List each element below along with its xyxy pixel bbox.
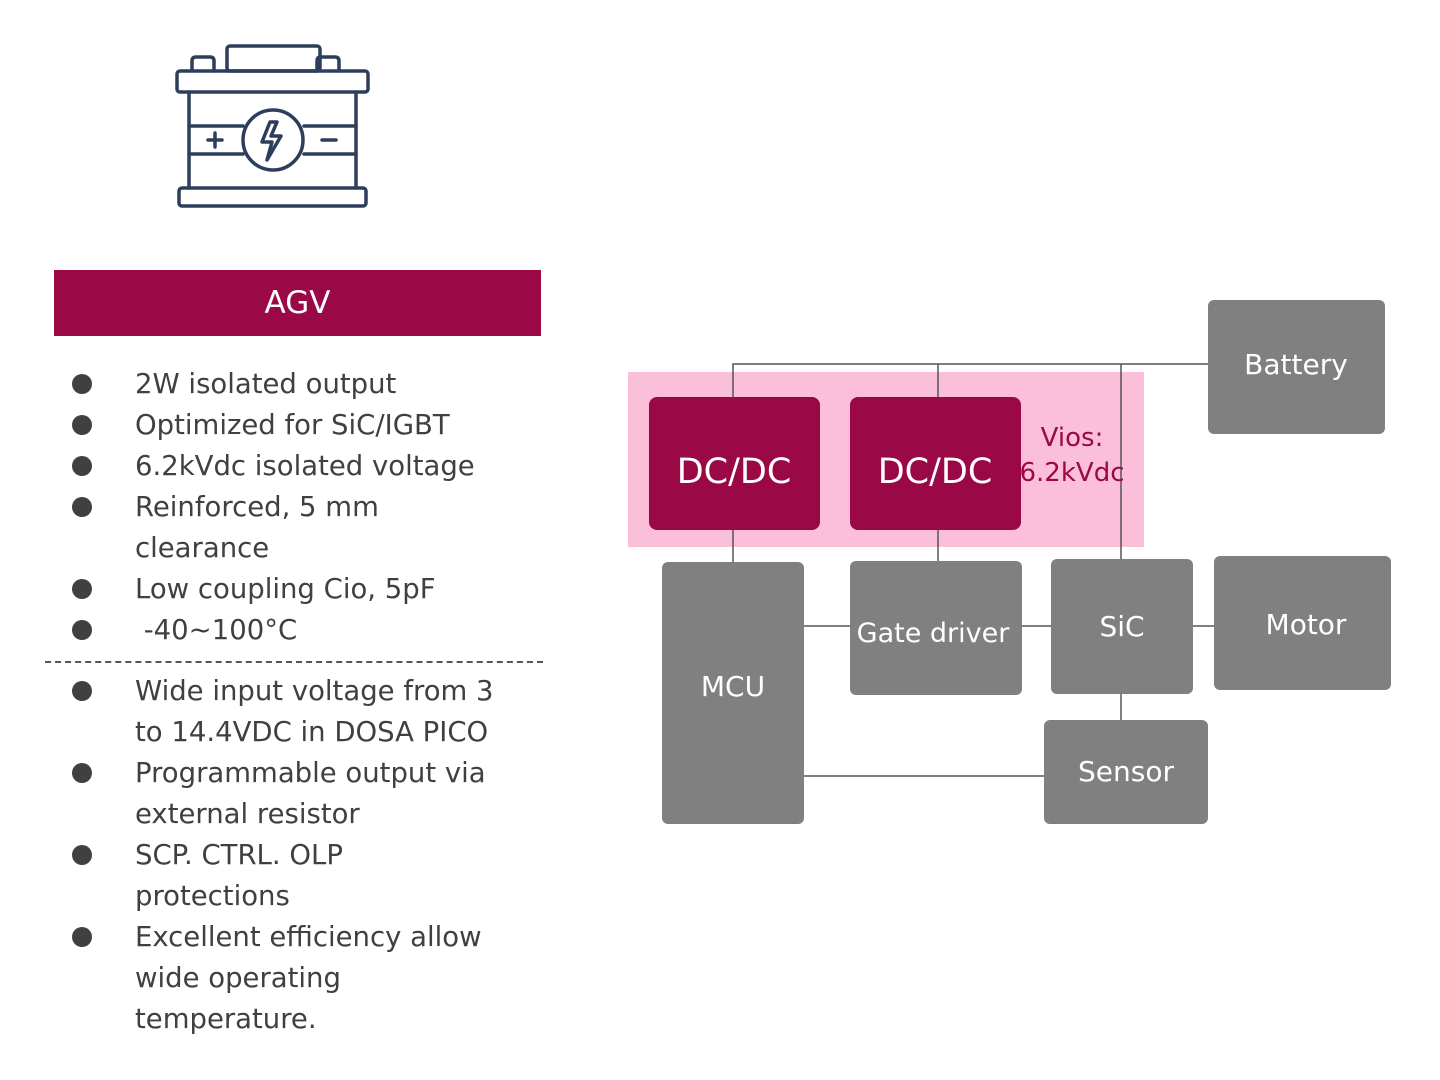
battery-icon: [175, 44, 370, 208]
feature-item: SCP. CTRL. OLP protections: [60, 835, 550, 917]
vios-label: Vios:: [1041, 423, 1104, 453]
sic-label: SiC: [1099, 610, 1144, 643]
gate-driver-label: Gate driver: [857, 618, 1011, 649]
sic-block: [1051, 559, 1193, 694]
agv-title: AGV: [264, 285, 331, 321]
motor-block: [1214, 556, 1391, 690]
dcdc-label-1: DC/DC: [677, 452, 792, 492]
dcdc-block-1: [649, 397, 820, 530]
feature-item: Optimized for SiC/IGBT: [60, 405, 550, 446]
agv-banner: AGV: [54, 270, 541, 336]
feature-item: 2W isolated output: [60, 364, 550, 405]
connection-lines: [732, 363, 1215, 777]
feature-list-bottom: Wide input voltage from 3 to 14.4VDC in …: [60, 671, 550, 1040]
sensor-block: [1044, 720, 1208, 824]
feature-item: Reinforced, 5 mm clearance: [60, 487, 550, 569]
mcu-label: MCU: [701, 670, 765, 703]
dcdc-label-2: DC/DC: [878, 452, 993, 492]
feature-list-top: 2W isolated output Optimized for SiC/IGB…: [60, 364, 550, 651]
feature-item: Low coupling Cio, 5pF: [60, 569, 550, 610]
sensor-label: Sensor: [1078, 755, 1174, 788]
section-divider: [45, 661, 543, 663]
battery-block: [1208, 300, 1385, 434]
feature-item: Programmable output via external resisto…: [60, 753, 550, 835]
lightning-bolt-icon: [260, 120, 283, 162]
dcdc-block-2: [850, 397, 1021, 530]
feature-item: Excellent efficiency allow wide operatin…: [60, 917, 550, 1040]
gate-driver-block: [850, 561, 1022, 695]
feature-item: -40~100°C: [60, 610, 550, 651]
mcu-block: [662, 562, 804, 824]
battery-label: Battery: [1244, 348, 1348, 381]
motor-label: Motor: [1266, 608, 1347, 641]
feature-item: 6.2kVdc isolated voltage: [60, 446, 550, 487]
vios-value: 6.2kVdc: [1020, 458, 1125, 488]
feature-item: Wide input voltage from 3 to 14.4VDC in …: [60, 671, 550, 753]
